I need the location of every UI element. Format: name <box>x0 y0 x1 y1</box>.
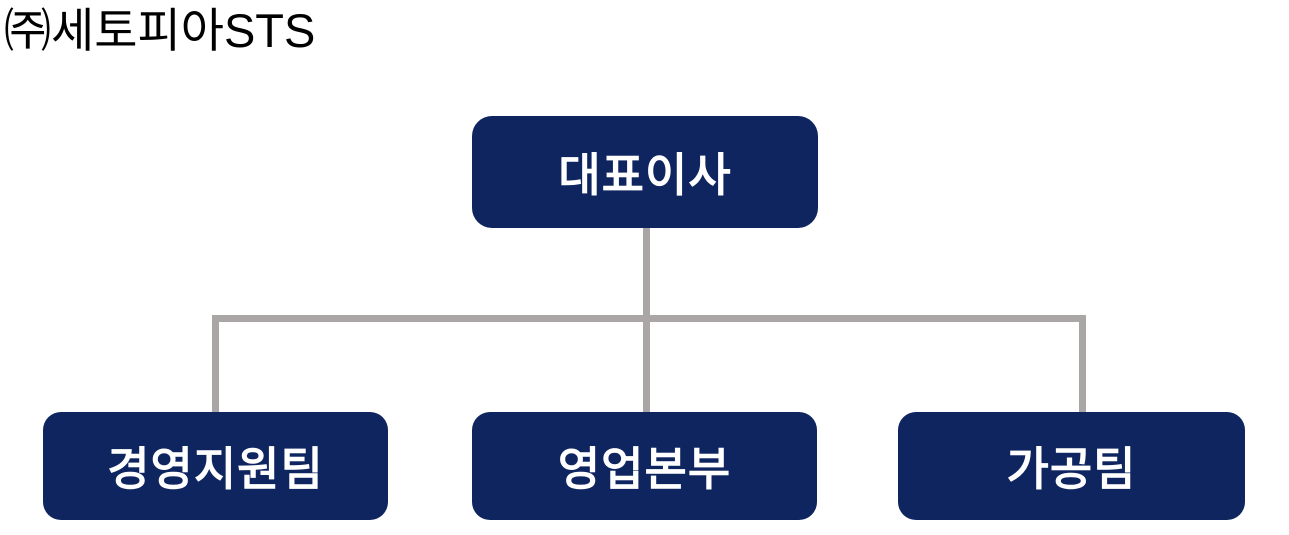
connector-middle-vertical <box>643 315 650 412</box>
connector-right-vertical <box>1079 315 1086 412</box>
org-node-sales-division-label: 영업본부 <box>557 443 732 495</box>
org-node-ceo: 대표이사 <box>472 116 818 228</box>
connector-root-vertical <box>643 227 650 322</box>
org-node-ceo-label: 대표이사 <box>558 149 732 201</box>
org-node-management-support-team: 경영지원팀 <box>43 412 388 520</box>
company-title: ㈜세토피아STS <box>4 4 316 57</box>
connector-left-vertical <box>212 315 219 412</box>
org-node-processing-team: 가공팀 <box>898 412 1245 520</box>
org-node-management-support-team-label: 경영지원팀 <box>107 443 324 495</box>
org-node-processing-team-label: 가공팀 <box>1006 443 1137 495</box>
org-node-sales-division: 영업본부 <box>472 412 817 520</box>
